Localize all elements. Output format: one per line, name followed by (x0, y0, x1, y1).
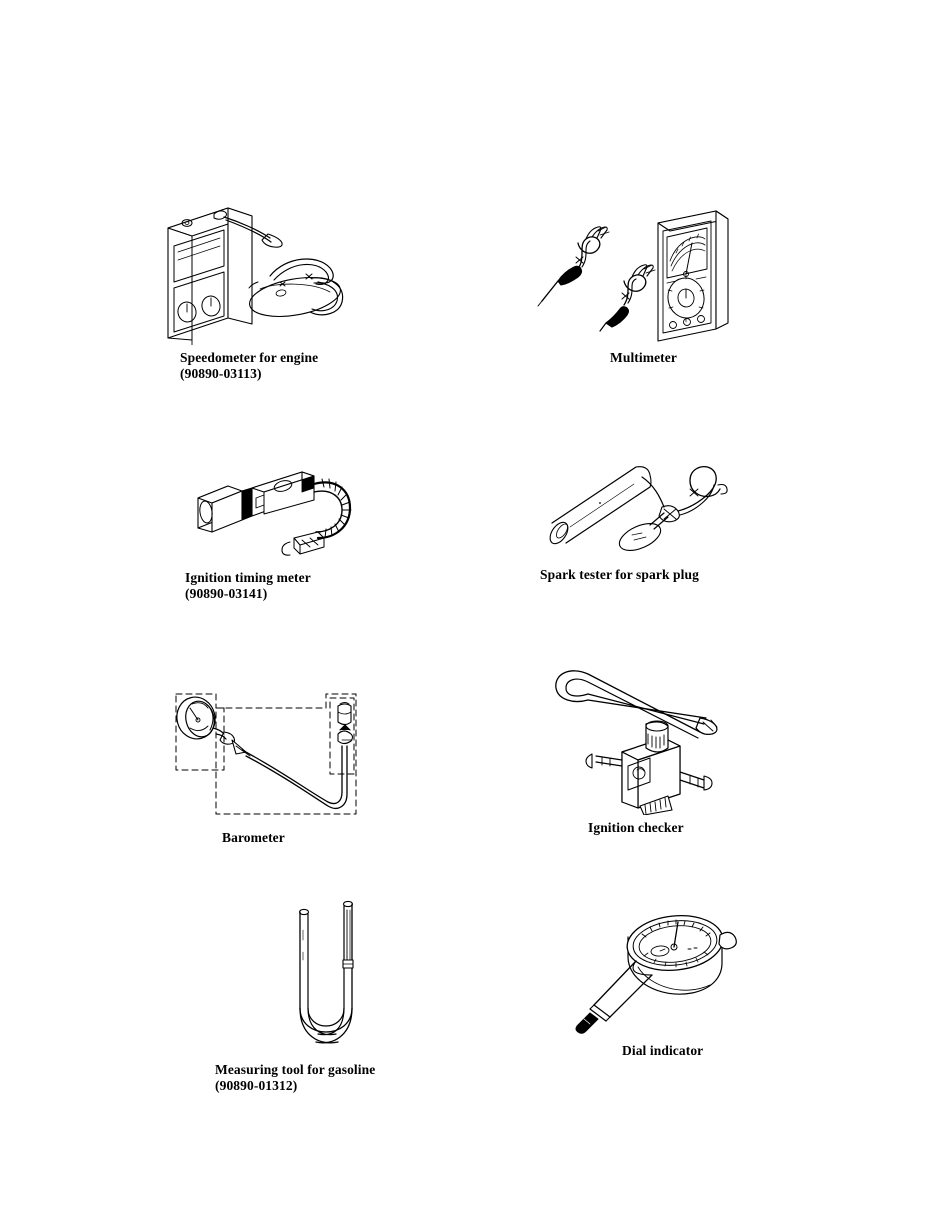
barometer-illustration (175, 693, 357, 815)
spark-tester-illustration (549, 466, 728, 552)
tool-figure-ignition-checker: Ignition checker (540, 660, 745, 835)
ignition-checker-illustration (555, 670, 718, 815)
measuring-tool-for-gasoline-illustration (298, 900, 354, 1044)
caption-title: Ignition timing meter (185, 570, 311, 585)
caption-spark-tester-for-spark-plug: Spark tester for spark plug (540, 567, 699, 583)
speedometer-for-engine-illustration (167, 207, 344, 345)
caption-part-number: (90890-01312) (215, 1078, 298, 1093)
caption-title: Speedometer for engine (180, 350, 319, 365)
caption-measuring-tool-for-gasoline: Measuring tool for gasoline (90890-01312… (215, 1062, 375, 1094)
tool-figure-speedometer-for-engine: Speedometer for engine (90890-03113) (140, 190, 370, 381)
caption-part-number: (90890-03113) (180, 366, 262, 381)
tool-figure-spark-tester-for-spark-plug: Spark tester for spark plug (530, 455, 750, 582)
caption-title: Measuring tool for gasoline (215, 1062, 376, 1077)
tool-figure-multimeter: Multimeter (520, 195, 755, 365)
dial-indicator-illustration (575, 915, 737, 1034)
caption-part-number: (90890-03141) (185, 586, 268, 601)
caption-barometer: Barometer (222, 830, 285, 846)
barometer-dashed-box-left (175, 693, 225, 771)
caption-dial-indicator: Dial indicator (622, 1043, 703, 1059)
caption-title: Multimeter (610, 350, 677, 365)
barometer-dashed-box-right (329, 697, 355, 775)
caption-multimeter: Multimeter (610, 350, 677, 366)
caption-title: Dial indicator (622, 1043, 704, 1058)
tool-figure-ignition-timing-meter: Ignition timing meter (90890-03141) (185, 450, 390, 601)
caption-title: Barometer (222, 830, 285, 845)
caption-ignition-checker: Ignition checker (588, 820, 684, 836)
tool-figure-dial-indicator: Dial indicator (560, 895, 745, 1058)
tool-figure-measuring-tool-for-gasoline: Measuring tool for gasoline (90890-01312… (215, 890, 405, 1093)
caption-title: Ignition checker (588, 820, 684, 835)
tool-figure-barometer: Barometer (150, 670, 385, 845)
multimeter-illustration (537, 210, 729, 342)
ignition-timing-meter-illustration (197, 471, 352, 556)
caption-title: Spark tester for spark plug (540, 567, 699, 582)
caption-speedometer-for-engine: Speedometer for engine (90890-03113) (180, 350, 318, 382)
caption-ignition-timing-meter: Ignition timing meter (90890-03141) (185, 570, 311, 602)
barometer-dashed-box-hose (215, 693, 357, 815)
